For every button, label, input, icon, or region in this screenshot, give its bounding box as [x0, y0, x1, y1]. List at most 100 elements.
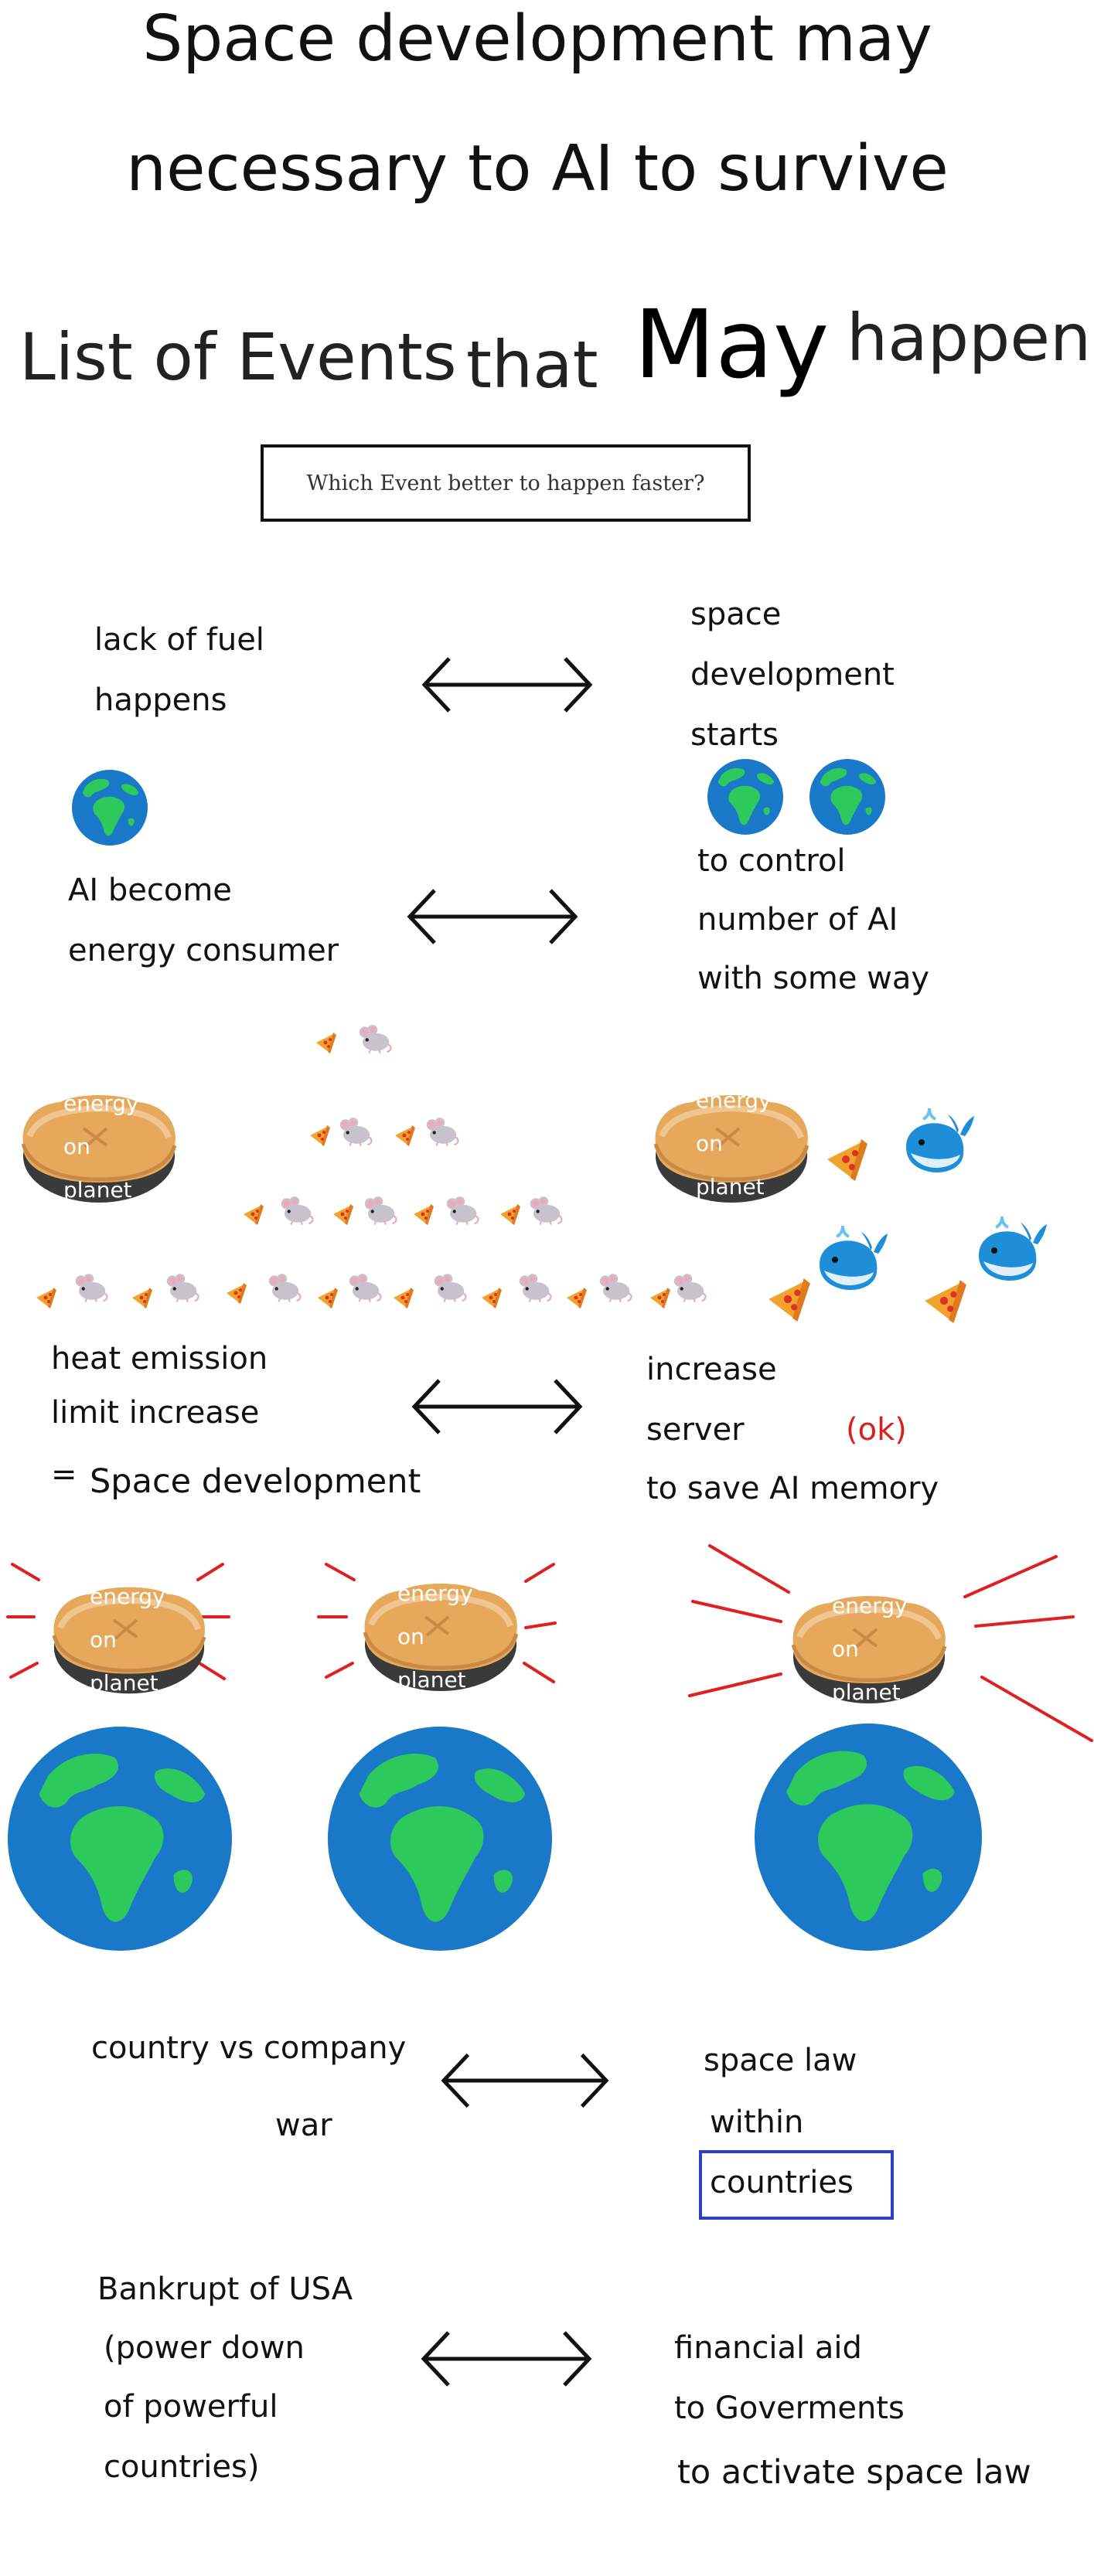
earth-globe-africa-icon [707, 759, 783, 835]
pizza-slice-icon [479, 1286, 503, 1309]
pizza-slice-icon [308, 1124, 331, 1147]
mouse-icon [264, 1271, 303, 1305]
pair4-left-line1: country vs company [91, 2030, 407, 2066]
mouse-icon [422, 1114, 461, 1148]
pie-label-on: on [832, 1636, 859, 1662]
pie-icon: energy on planet [354, 1570, 527, 1694]
mouse-icon [277, 1193, 315, 1227]
countries-highlight-box [699, 2150, 894, 2220]
pie-label-energy: energy [832, 1593, 908, 1618]
pair4-right-line3: countries [710, 2165, 854, 2200]
pizza-slice-icon [241, 1203, 264, 1226]
subtitle-happen: happen [847, 300, 1092, 376]
mouse-icon [355, 1022, 394, 1056]
subtitle-that: that [466, 327, 598, 403]
double-headed-arrow-icon [408, 1376, 586, 1438]
pair3-right-line3: to save AI memory [646, 1471, 939, 1506]
pair3-left-line2: limit increase [51, 1395, 260, 1431]
pair5-right-line1: financial aid [674, 2330, 862, 2366]
pizza-slice-icon [920, 1277, 968, 1325]
ok-label: (ok) [846, 1412, 907, 1448]
mouse-icon [595, 1271, 634, 1305]
mouse-icon [162, 1271, 201, 1305]
pair5-left-line3: of powerful [104, 2389, 278, 2425]
pair2-left-line1: AI become [68, 873, 232, 908]
pair3-equals-sign: = [51, 1457, 77, 1492]
pie-label-on: on [90, 1627, 117, 1652]
pie-label-planet: planet [397, 1667, 466, 1693]
pizza-slice-icon [564, 1286, 588, 1309]
mouse-icon [670, 1271, 708, 1305]
pie-label-planet: planet [90, 1670, 158, 1696]
pizza-slice-icon [393, 1124, 416, 1147]
pair4-left-line2: war [275, 2108, 332, 2143]
pie-label-on: on [696, 1131, 723, 1156]
subtitle-list-of-events: List of Events [19, 319, 457, 395]
pizza-slice-icon [764, 1275, 812, 1323]
mouse-icon [71, 1271, 110, 1305]
pie-label-energy: energy [696, 1087, 772, 1113]
pie-label-planet: planet [696, 1174, 765, 1200]
earth-globe-africa-icon [72, 770, 148, 846]
pair5-right-line2: to Goverments [674, 2391, 905, 2426]
pair5-left-line4: countries) [104, 2449, 260, 2485]
pie-label-on: on [63, 1134, 90, 1159]
pair3-left-result: Space development [90, 1462, 421, 1501]
pie-label-energy: energy [90, 1584, 165, 1609]
title-line-2: necessary to AI to survive [126, 132, 949, 206]
pair1-right-line3: starts [690, 717, 779, 753]
pizza-slice-icon [130, 1286, 153, 1309]
mouse-icon [336, 1114, 374, 1148]
pizza-slice-icon [391, 1286, 414, 1309]
heat-rays [6, 1544, 1093, 1742]
pie-label-energy: energy [397, 1581, 473, 1606]
double-headed-arrow-icon [418, 654, 596, 716]
pizza-slice-icon [34, 1286, 57, 1309]
whale-icon [971, 1212, 1048, 1289]
whale-icon [812, 1221, 889, 1298]
pair5-right-line3: to activate space law [677, 2453, 1031, 2492]
pie-icon: energy on planet [645, 1082, 818, 1206]
pizza-slice-icon [314, 1031, 337, 1054]
whale-icon [898, 1104, 976, 1181]
pair1-right-line1: space [690, 597, 782, 632]
pair2-right-line3: with some way [697, 961, 930, 996]
pair4-right-line2: within [710, 2105, 804, 2140]
pizza-slice-icon [315, 1286, 339, 1309]
earth-globe-africa-icon [809, 759, 885, 835]
pie-icon: energy on planet [45, 1574, 213, 1697]
pair2-right-line2: number of AI [697, 902, 898, 938]
pie-label-on: on [397, 1624, 424, 1649]
pair4-right-line1: space law [704, 2043, 857, 2078]
title-line-1: Space development may [142, 2, 932, 76]
pair5-left-line1: Bankrupt of USA [97, 2271, 353, 2307]
pizza-slice-icon [498, 1203, 521, 1226]
pie-label-planet: planet [832, 1679, 901, 1705]
mouse-icon [526, 1193, 564, 1227]
pie-icon: energy on planet [12, 1082, 186, 1206]
mouse-icon [430, 1271, 469, 1305]
pizza-slice-icon [331, 1203, 354, 1226]
mouse-icon [442, 1193, 481, 1227]
pair2-left-line2: energy consumer [68, 933, 339, 968]
mouse-icon [360, 1193, 399, 1227]
pair3-right-line1: increase [646, 1352, 777, 1387]
question-box: Which Event better to happen faster? [261, 444, 751, 522]
double-headed-arrow-icon [438, 2050, 612, 2112]
pair1-left-line2: happens [94, 682, 227, 718]
pair1-right-line2: development [690, 657, 895, 692]
pizza-slice-icon [411, 1203, 435, 1226]
pie-icon: energy on planet [782, 1583, 956, 1707]
mouse-icon [515, 1271, 554, 1305]
pie-label-planet: planet [63, 1177, 132, 1203]
mouse-icon [345, 1271, 383, 1305]
pair3-right-line2: server [646, 1412, 745, 1448]
question-text: Which Event better to happen faster? [306, 471, 705, 495]
double-headed-arrow-icon [417, 2328, 595, 2390]
earth-globe-africa-icon [755, 1724, 982, 1951]
pair5-left-line2: (power down [104, 2330, 305, 2366]
earth-globe-africa-icon [8, 1727, 232, 1951]
subtitle-may: May [634, 290, 830, 400]
earth-globe-africa-icon [328, 1727, 552, 1951]
pair1-left-line1: lack of fuel [94, 622, 264, 658]
